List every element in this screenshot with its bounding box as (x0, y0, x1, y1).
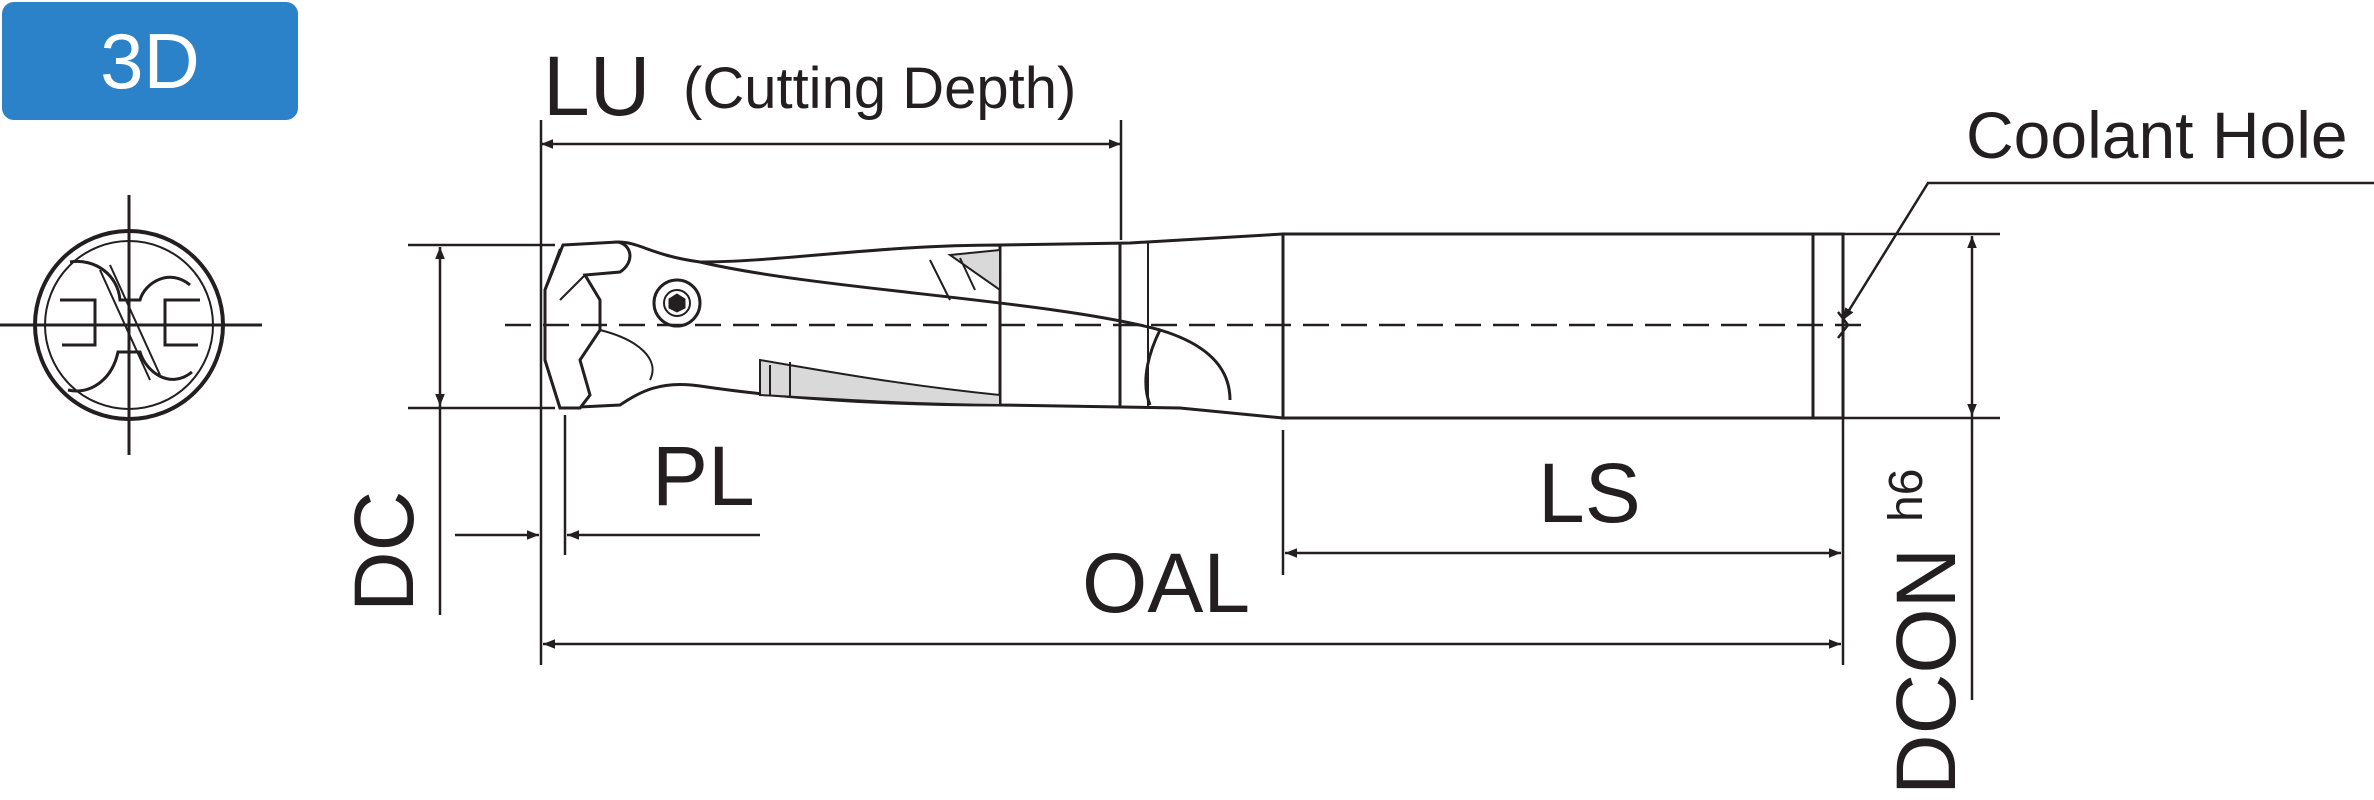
shank (1281, 232, 1845, 420)
dimension-arrows (435, 139, 2374, 700)
oal-label: OAL (1082, 536, 1250, 630)
badge-label: 3D (100, 16, 200, 105)
coolant-hole-label: Coolant Hole (1966, 98, 2348, 172)
diameter-ratio-badge: 3D (2, 2, 298, 120)
ls-label: LS (1538, 446, 1641, 540)
lu-note-label: (Cutting Depth) (683, 56, 1076, 121)
coolant-leader (1841, 181, 2374, 321)
end-view-icon (0, 195, 262, 455)
dcon-tolerance-label: h6 (1880, 469, 1933, 522)
pl-label: PL (652, 429, 755, 523)
dc-label: DC (337, 491, 431, 612)
dcon-label: DCON (1879, 548, 1973, 795)
drill-body (543, 232, 1845, 420)
dimension-lines (408, 120, 2000, 665)
lu-label: LU (543, 39, 650, 133)
